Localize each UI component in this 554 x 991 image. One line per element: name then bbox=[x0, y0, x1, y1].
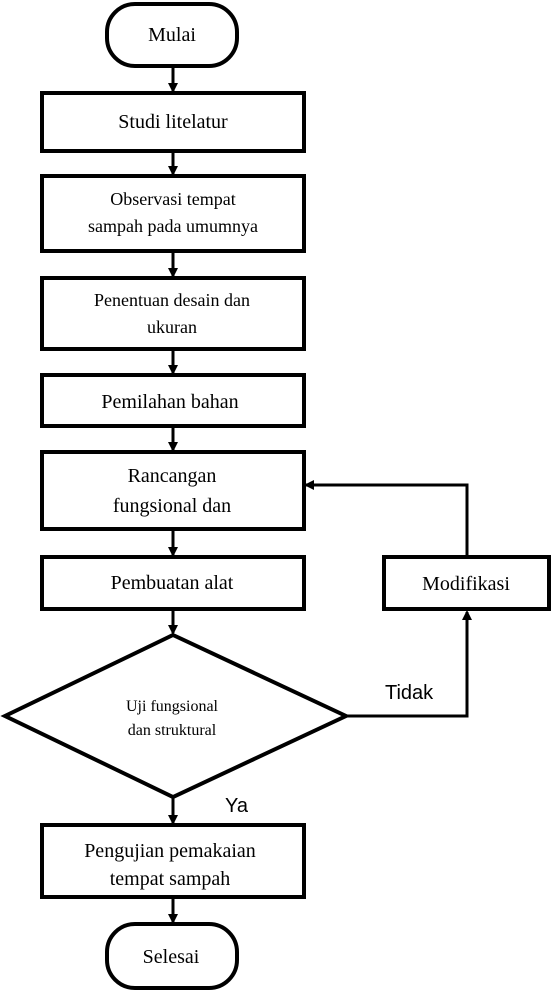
yes-branch-label: Ya bbox=[225, 795, 249, 817]
modify-process-box bbox=[382, 555, 551, 611]
design-label-line-1: Penentuan desain dan bbox=[94, 290, 250, 310]
plan-process-box bbox=[40, 450, 306, 531]
node-plan: Rancangan fungsional dan bbox=[40, 450, 306, 531]
edges bbox=[168, 66, 472, 924]
node-observe: Observasi tempat sampah pada umumnya bbox=[40, 174, 306, 253]
no-branch-label: Tidak bbox=[385, 682, 434, 704]
plan-label-line-1: Rancangan bbox=[128, 465, 217, 487]
node-material: Pemilahan bahan bbox=[40, 373, 306, 428]
trial-label-line-2: tempat sampah bbox=[110, 868, 231, 890]
observe-process-box bbox=[40, 174, 306, 253]
design-process-box bbox=[40, 276, 306, 351]
plan-label-line-2: fungsional dan bbox=[113, 495, 231, 517]
observe-label-line-1: Observasi tempat bbox=[110, 189, 235, 209]
edge-test-to-modify bbox=[346, 610, 472, 718]
material-process-box bbox=[40, 373, 306, 428]
trial-label-line-1: Pengujian pemakaian bbox=[84, 840, 256, 862]
node-trial: Pengujian pemakaian tempat sampah bbox=[40, 823, 306, 899]
start-terminator bbox=[105, 2, 239, 68]
node-end: Selesai bbox=[105, 922, 239, 990]
node-build: Pembuatan alat bbox=[40, 555, 306, 611]
build-label: Pembuatan alat bbox=[111, 572, 234, 594]
study-process-box bbox=[40, 91, 306, 153]
node-design: Penentuan desain dan ukuran bbox=[40, 276, 306, 351]
node-test: Uji fungsional dan struktural bbox=[0, 632, 351, 800]
test-label-line-2: dan struktural bbox=[128, 722, 217, 739]
modify-label: Modifikasi bbox=[422, 573, 510, 595]
material-label: Pemilahan bahan bbox=[101, 391, 238, 413]
start-label: Mulai bbox=[148, 24, 196, 46]
design-label-line-2: ukuran bbox=[147, 317, 197, 337]
observe-label-line-2: sampah pada umumnya bbox=[88, 216, 258, 236]
end-terminator bbox=[105, 922, 239, 990]
end-label: Selesai bbox=[143, 946, 200, 968]
edge-modify-to-plan bbox=[304, 480, 469, 556]
node-modify: Modifikasi bbox=[382, 555, 551, 611]
build-process-box bbox=[40, 555, 306, 611]
node-study: Studi litelatur bbox=[40, 91, 306, 153]
trial-process-box bbox=[40, 823, 306, 899]
test-label-line-1: Uji fungsional bbox=[126, 698, 219, 715]
test-decision-diamond bbox=[0, 632, 351, 800]
study-label: Studi litelatur bbox=[118, 111, 228, 133]
node-start: Mulai bbox=[105, 2, 239, 68]
